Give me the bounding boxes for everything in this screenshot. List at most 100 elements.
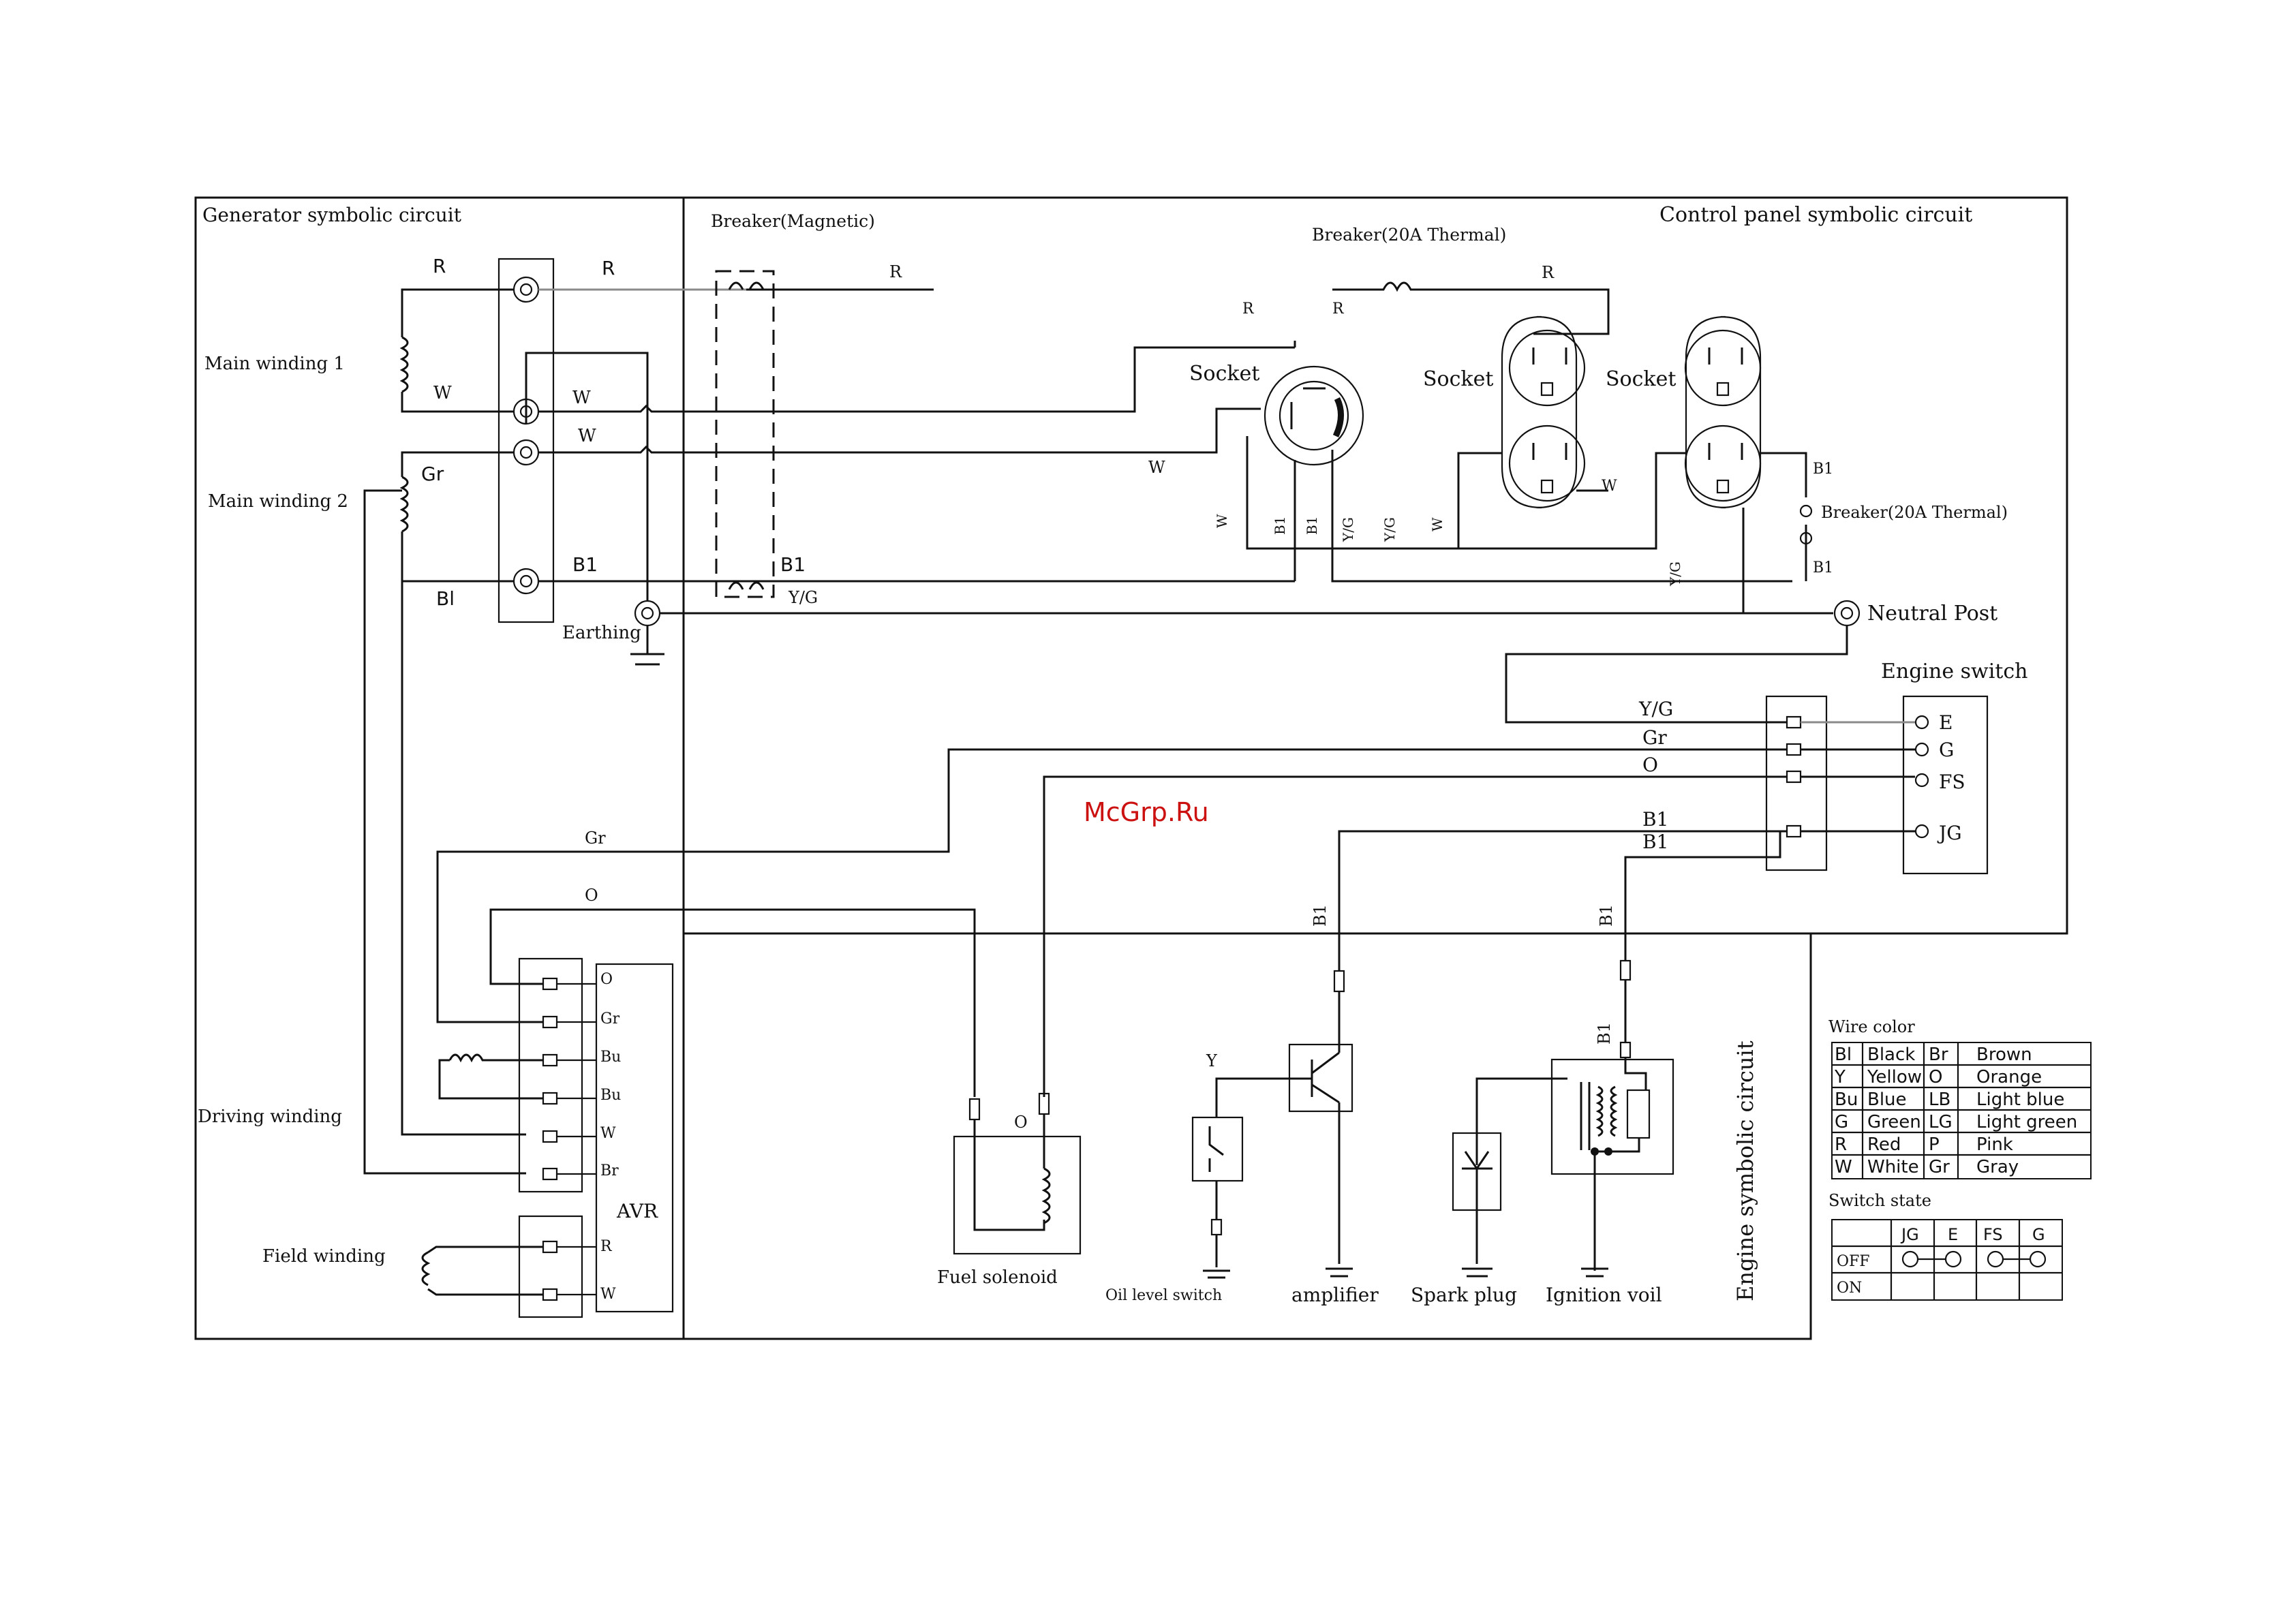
main-winding2-coil-icon (399, 476, 409, 533)
switch-row-on: ON (1837, 1280, 1862, 1297)
label-r-thermal: R (1542, 263, 1555, 282)
legend-name1-row4: Green (1867, 1112, 1921, 1132)
ignition-coil-box (1550, 1058, 1674, 1175)
main-winding1-top-lead (401, 288, 433, 337)
main-winding2-bottom-lead (401, 531, 514, 583)
label-yg-vertical2: Y/G (1381, 517, 1398, 542)
fuel-solenoid-box (953, 1135, 1082, 1255)
switch-terminal-e: E (1939, 711, 1953, 734)
engine-switch-connector (1765, 695, 1828, 871)
avr-terminal-gr: Gr (600, 1010, 620, 1027)
label-y-wire: Y (1206, 1051, 1218, 1070)
driving-winding-label: Driving winding (198, 1107, 342, 1127)
label-w-gen: W (433, 383, 452, 403)
switch-col-g: G (2032, 1225, 2045, 1244)
label-b1-vertical2: B1 (1304, 516, 1320, 535)
wires-g-fs-jg (1801, 748, 1915, 833)
label-b1-gen: B1 (572, 553, 598, 576)
label-w3: W (1148, 458, 1165, 477)
oil-switch-connector (1210, 1218, 1223, 1236)
legend-code2-row2: O (1929, 1067, 1942, 1087)
ignition-feed-wire (1624, 980, 1647, 1090)
engine-switch-pins (1786, 715, 1802, 838)
ignition-transformer-icon (1580, 1082, 1618, 1150)
w1-wire (538, 346, 1295, 413)
socket-1-twistlock (1264, 365, 1364, 466)
neutral-post-terminal (1833, 600, 1861, 627)
neutral-post-label: Neutral Post (1867, 602, 1997, 625)
terminal-w2 (512, 439, 540, 466)
breaker-thermal-right-label: Breaker(20A Thermal) (1821, 503, 2008, 522)
legend-name1-row2: Yellow (1867, 1067, 1922, 1087)
switch-terminal-g: G (1939, 739, 1954, 761)
main-winding2-top-lead (401, 451, 417, 477)
field-terminal-w: W (600, 1286, 616, 1303)
generator-terminal-block (498, 258, 555, 623)
label-r-socket-top: R (1332, 300, 1345, 318)
label-b1-vertical1: B1 (1272, 516, 1288, 535)
switch-row-off: OFF (1837, 1253, 1870, 1270)
label-b1-ign-inner: B1 (1595, 1022, 1614, 1045)
legend-code1-row1: Bl (1835, 1045, 1852, 1065)
o-wire-avr (489, 908, 976, 1097)
legend-code2-row3: LB (1929, 1089, 1950, 1110)
switch-off-jg-e-link-icon (1901, 1250, 1962, 1268)
field-wires (427, 1246, 543, 1296)
legend-code1-row5: R (1835, 1134, 1847, 1155)
switch-terminal-fs: FS (1939, 771, 1965, 793)
driving-winding-w-wire (401, 581, 526, 1136)
w-bus-wire (1246, 436, 1687, 550)
avr-terminal-br: Br (600, 1162, 619, 1179)
ignition-connector (1619, 959, 1632, 981)
label-w-vertical2: W (1429, 517, 1445, 531)
switch-state-title: Switch state (1828, 1191, 1931, 1210)
legend-code2-row1: Br (1929, 1045, 1948, 1065)
label-w-socket2: W (1602, 478, 1617, 495)
section-frames (194, 196, 2068, 1340)
avr-terminal-w: W (600, 1125, 616, 1142)
w-socket2-wire (1457, 452, 1503, 548)
oil-level-switch-box (1191, 1116, 1244, 1182)
legend-name2-row4: Light green (1976, 1112, 2077, 1132)
control-panel-section-title: Control panel symbolic circuit (1659, 203, 1972, 227)
legend-name2-row2: Orange (1976, 1067, 2042, 1087)
w-bridge-wire (525, 352, 649, 601)
legend-code1-row2: Y (1834, 1067, 1846, 1087)
wire-color-legend: Wire color Bl Black Br Brown Y Yellow O … (1828, 1017, 2092, 1179)
breaker-magnetic-top-icon (728, 281, 765, 290)
field-coil-icon (421, 1251, 431, 1286)
engine-switch-label: Engine switch (1881, 660, 2027, 683)
legend-code2-row4: LG (1929, 1112, 1953, 1132)
switch-state-table: Switch state JG E FS G OFF ON (1828, 1191, 2063, 1301)
socket-3-label: Socket (1606, 367, 1676, 391)
socket-1-label: Socket (1189, 362, 1259, 386)
oil-switch-ground (1203, 1181, 1230, 1279)
ignition-ground (1581, 1138, 1640, 1278)
spark-plug-label: Spark plug (1411, 1284, 1517, 1306)
breaker-magnetic-bottom-icon (728, 581, 765, 590)
label-b1-socket3-bottom: B1 (1813, 559, 1833, 576)
fuel-solenoid-label: Fuel solenoid (937, 1267, 1058, 1288)
switch-col-e: E (1948, 1225, 1958, 1244)
spark-plug-icon (1462, 1133, 1493, 1278)
generator-section-title: Generator symbolic circuit (202, 204, 462, 226)
label-r-breaker: R (889, 262, 902, 281)
engine-frame (682, 932, 1812, 1340)
main-winding1-coil-icon (399, 336, 409, 393)
earthing-terminal (634, 600, 661, 627)
terminal-r (512, 276, 540, 303)
b1-to-ignition (1624, 830, 1787, 961)
legend-name2-row3: Light blue (1976, 1089, 2064, 1110)
main-winding-1-label: Main winding 1 (204, 354, 345, 374)
ignition-coil-label: Ignition voil (1546, 1284, 1662, 1306)
label-b1-switch1: B1 (1642, 808, 1668, 831)
legend-name1-row1: Black (1867, 1045, 1915, 1065)
avr-connector-block (518, 957, 583, 1193)
label-gr-switch: Gr (1642, 726, 1667, 749)
legend-name2-row6: Gray (1976, 1157, 2019, 1177)
avr-terminal-o: O (600, 971, 613, 988)
switch-terminal-jg: JG (1937, 822, 1962, 844)
label-r-panel: R (602, 257, 615, 279)
transistor-icon (1311, 991, 1353, 1278)
watermark-text: McGrp.Ru (1084, 797, 1209, 827)
